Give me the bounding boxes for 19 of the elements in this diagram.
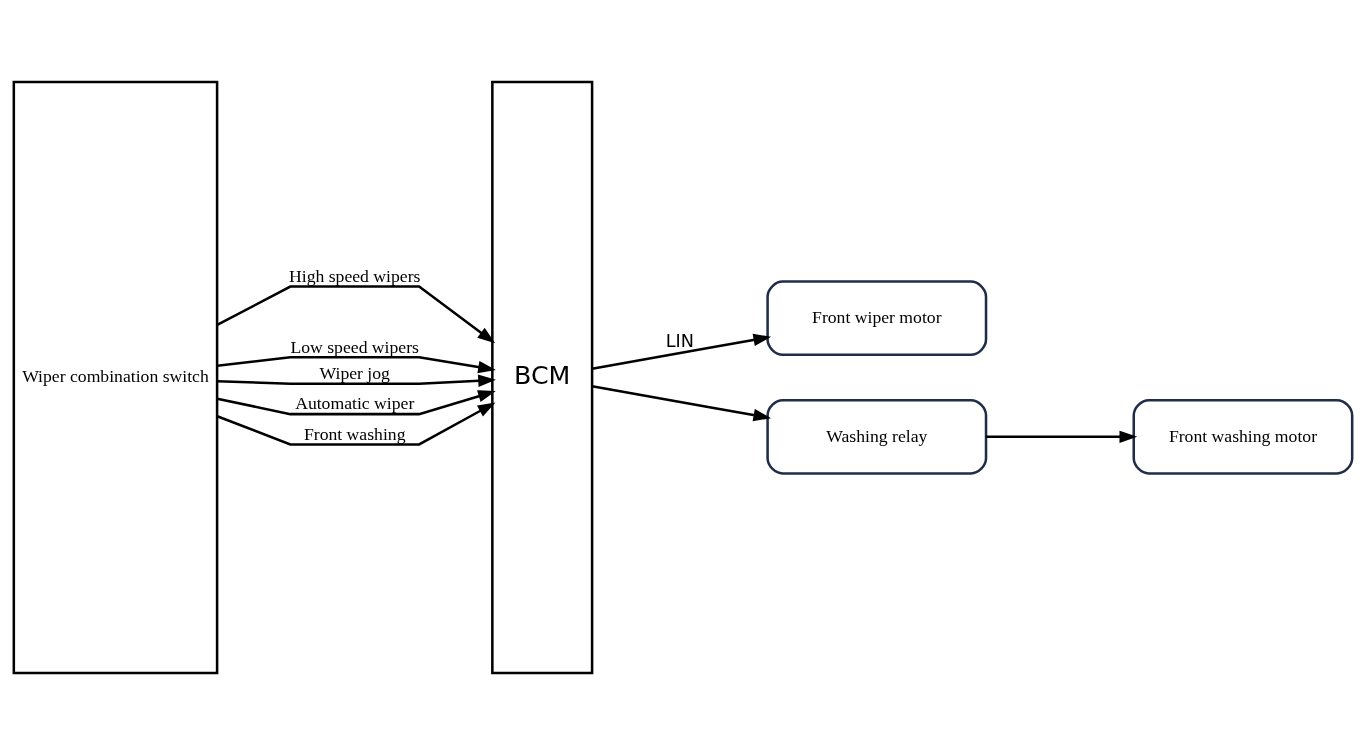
arrow <box>591 333 772 370</box>
edge-label: Wiper jog <box>319 362 390 383</box>
edge-label: Automatic wiper <box>295 392 415 413</box>
node-box: BCM <box>491 80 594 674</box>
edge-label: Front washing <box>303 423 406 444</box>
arrow <box>216 402 496 446</box>
edge-label: High speed wipers <box>289 265 421 286</box>
arrow <box>986 430 1138 443</box>
arrow <box>217 374 496 387</box>
arrow <box>216 389 496 415</box>
arrow <box>591 384 772 421</box>
arrow <box>217 355 496 373</box>
edge-label: Low speed wipers <box>290 336 419 356</box>
arrow <box>216 284 496 343</box>
node-box: Wiper combination switch <box>12 80 219 674</box>
node-box: Washing relay <box>766 398 988 475</box>
node-box: Front washing motor <box>1132 398 1354 475</box>
edge-label: LIN <box>665 330 694 351</box>
node-box: Front wiper motor <box>766 279 988 356</box>
